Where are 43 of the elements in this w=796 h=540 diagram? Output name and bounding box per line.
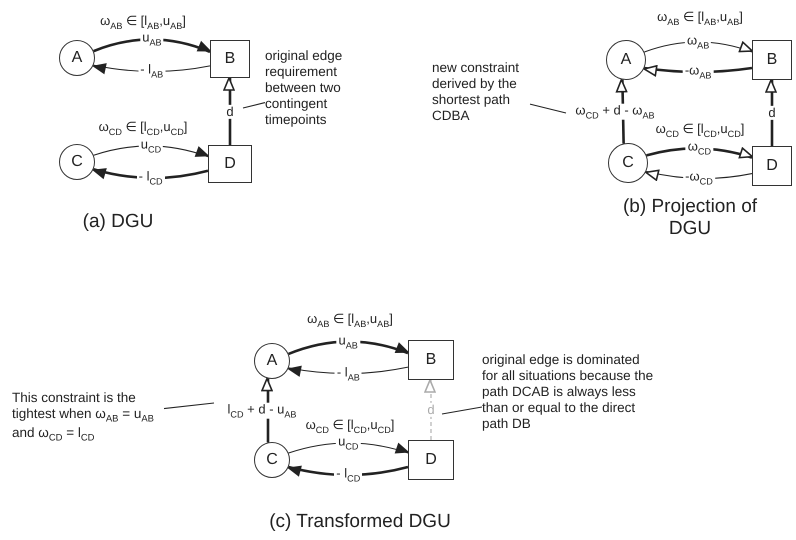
timepoint-box: B bbox=[408, 340, 454, 380]
panel-caption: (b) Projection of DGU bbox=[622, 196, 758, 240]
arrow bbox=[288, 340, 409, 356]
panel-caption: (a) DGU bbox=[82, 211, 154, 233]
timepoint-box: D bbox=[752, 146, 792, 186]
contingent-node: C bbox=[254, 442, 290, 478]
annotation-text: original edge is dominated for all situations because the path DCAB is always less than or equal to the direct path DB bbox=[482, 352, 654, 432]
contingent-node: C bbox=[608, 143, 648, 183]
arrow bbox=[765, 79, 777, 146]
interval-label: ω$_{CD}$ ∈ [l$_{CD}$,u$_{CD}$] bbox=[306, 417, 394, 435]
leader-line bbox=[530, 104, 566, 114]
annotation-text: original edge requirement between two contingent timepoints bbox=[265, 48, 383, 128]
contingent-node: C bbox=[59, 144, 95, 180]
timepoint-box: B bbox=[752, 40, 792, 80]
leader-line bbox=[164, 402, 214, 410]
timepoint-box: D bbox=[408, 440, 454, 480]
timepoint-box: B bbox=[210, 40, 250, 78]
edge-label: ω$_{CD}$ + d - ω$_{AB}$ bbox=[573, 103, 657, 120]
edge-label: l$_{CD}$ + d - u$_{AB}$ bbox=[226, 402, 298, 419]
arrow bbox=[93, 38, 211, 54]
leader-line bbox=[242, 102, 266, 109]
contingent-node: A bbox=[254, 343, 290, 379]
arrow bbox=[223, 77, 235, 145]
edge-label: d bbox=[224, 104, 236, 119]
edge-label: - l$_{CD}$ bbox=[136, 170, 165, 186]
contingent-node: A bbox=[606, 40, 646, 80]
edge-label: d bbox=[425, 402, 437, 418]
interval-label: ω$_{CD}$ ∈ [l$_{CD}$,u$_{CD}$] bbox=[656, 121, 744, 139]
edge-label: d bbox=[766, 106, 778, 120]
interval-label: ω$_{AB}$ ∈ [l$_{AB}$,u$_{AB}$] bbox=[307, 311, 393, 329]
panel-caption: (c) Transformed DGU bbox=[268, 511, 452, 533]
arrow bbox=[424, 379, 436, 440]
annotation-text: This constraint is the tightest when ω$_{AB}$ = u$_{AB}$ and ω$_{CD}$ = l$_{CD}$ bbox=[12, 390, 164, 444]
timepoint-box: D bbox=[208, 145, 252, 183]
contingent-node: A bbox=[59, 40, 95, 76]
interval-label: ω$_{CD}$ ∈ [l$_{CD}$,u$_{CD}$] bbox=[98, 119, 188, 137]
interval-label: ω$_{AB}$ ∈ [l$_{AB}$,u$_{AB}$] bbox=[100, 13, 186, 31]
edge-label: - l$_{CD}$ bbox=[334, 466, 362, 484]
interval-label: ω$_{AB}$ ∈ [l$_{AB}$,u$_{AB}$] bbox=[657, 9, 743, 27]
annotation-text: new constraint derived by the shortest path CDBA bbox=[432, 60, 530, 124]
edge-label: - l$_{AB}$ bbox=[138, 63, 166, 80]
leader-line bbox=[442, 406, 482, 415]
edge-label: - l$_{AB}$ bbox=[334, 365, 362, 382]
